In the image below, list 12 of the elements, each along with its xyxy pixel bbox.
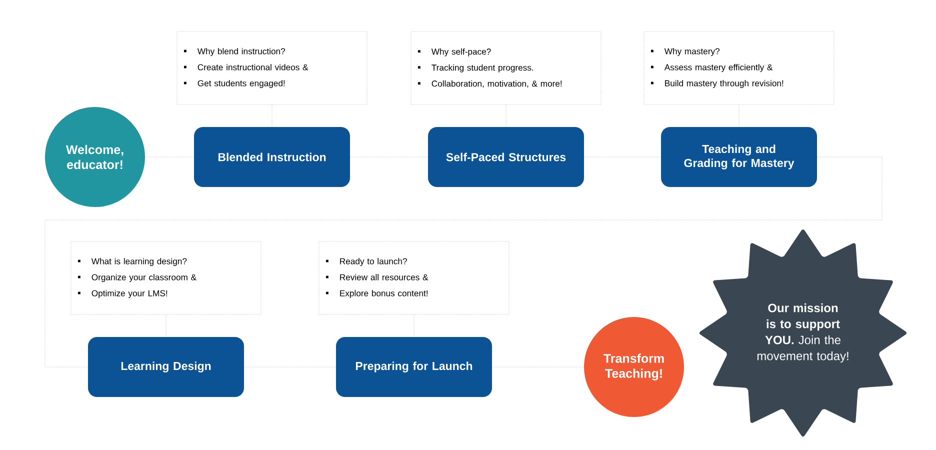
module-box: Learning Design [88, 337, 244, 397]
topic-list-box: Why mastery? Assess mastery efficiently & Build mastery through revision! [644, 31, 834, 105]
topic-list-box: Why blend instruction? Create instructional videos & Get students engaged! [176, 31, 368, 105]
connector-line [44, 156, 882, 368]
topic-list-box: Why self-pace? Tracking student progress. Collaboration, motivation, & more! [410, 31, 602, 105]
module-box: Teaching and Grading for Mastery [661, 127, 817, 187]
module-box: Blended Instruction [194, 127, 350, 187]
module-box: Preparing for Launch [336, 337, 492, 397]
topic-list-box: What is learning design? Organize your classroom & Optimize your LMS! [70, 241, 262, 315]
topic-list-box: Ready to launch? Review all resources & Explore bonus content! [318, 241, 510, 315]
module-box: Self-Paced Structures [428, 127, 584, 187]
mission-starburst: Our mission is to support YOU. Join the movement today! [699, 229, 907, 437]
